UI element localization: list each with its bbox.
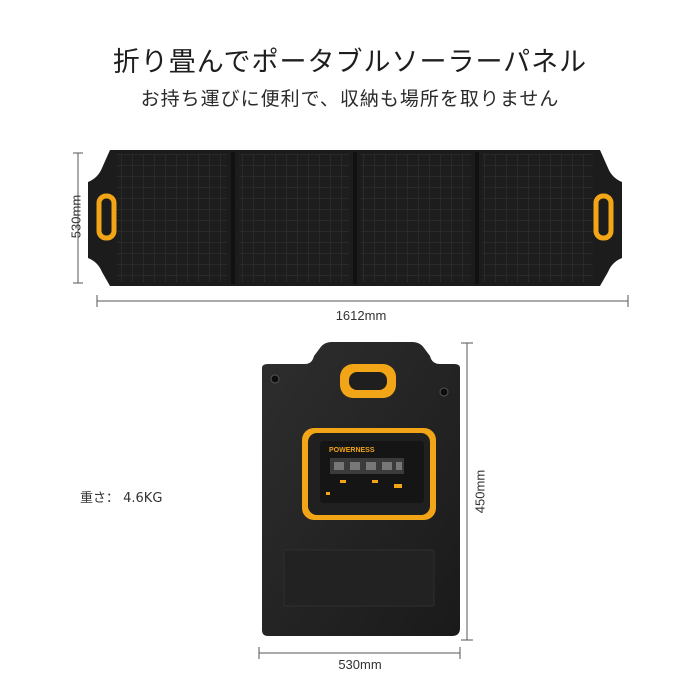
unfolded-height-dimension-line: [73, 152, 83, 284]
unfolded-width-label: 1612mm: [335, 308, 387, 323]
folded-height-dimension-line: [461, 342, 473, 641]
handle-right-icon: [593, 193, 614, 241]
unfolded-solar-panel: [88, 150, 622, 286]
handle-left-icon: [96, 193, 117, 241]
unfolded-height-label: 530mm: [68, 194, 84, 239]
power-station-device: [302, 428, 436, 520]
device-brand-label: POWERNESS: [329, 447, 375, 454]
folded-width-dimension-line: [258, 647, 461, 659]
folded-width-label: 530mm: [338, 657, 382, 672]
weight-spec: 重さ： 4.6KG: [80, 491, 163, 506]
page-subtitle: お持ち運びに便利で、収納も場所を取りません: [140, 88, 560, 110]
unfolded-width-dimension-line: [96, 295, 629, 307]
folded-height-label: 450mm: [472, 469, 488, 514]
page-title: 折り畳んでポータブルソーラーパネル: [112, 47, 588, 78]
